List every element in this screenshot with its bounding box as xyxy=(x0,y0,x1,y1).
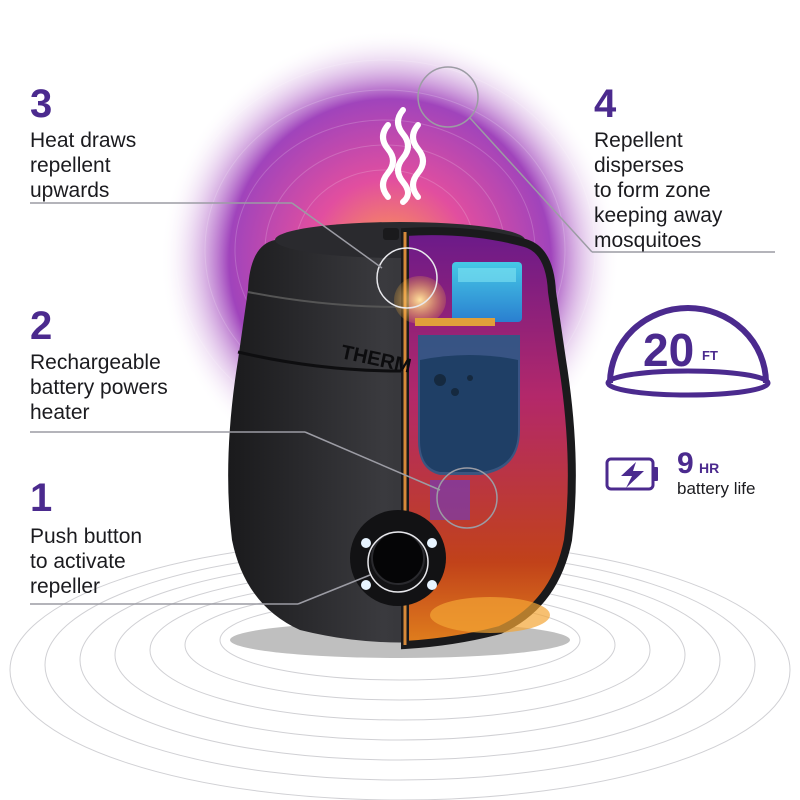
callout-line-2 xyxy=(304,431,441,491)
step-4-number: 4 xyxy=(594,82,617,126)
step-4-text: Repellent disperses to form zone keeping… xyxy=(594,129,723,252)
heat-waves-icon xyxy=(380,107,426,205)
dome-icon xyxy=(605,305,771,398)
step-1-number: 1 xyxy=(30,476,53,520)
callout-line-3 xyxy=(291,202,383,269)
step-1-text: Push button to activate repeller xyxy=(30,525,143,598)
callout-circle-2 xyxy=(436,467,498,529)
callouts xyxy=(30,66,775,605)
power-button xyxy=(350,510,446,606)
range-unit: FT xyxy=(702,348,718,363)
battery-hours-unit: HR xyxy=(699,460,720,476)
range-value: 20 xyxy=(643,324,695,376)
battery-life-label: battery life xyxy=(677,479,756,498)
step-3-text: Heat draws repellent upwards xyxy=(30,129,137,202)
callout-circle-1 xyxy=(367,531,429,593)
callout-line-1 xyxy=(297,574,371,605)
battery-charging-icon xyxy=(605,457,658,491)
step-2-number: 2 xyxy=(30,304,53,348)
callout-circle-3 xyxy=(376,247,438,309)
step-3-number: 3 xyxy=(30,82,53,126)
battery-hours-value: 9 xyxy=(677,447,694,480)
step-2-text: Rechargeable battery powers heater xyxy=(30,351,168,424)
callout-circle-4 xyxy=(417,66,479,128)
callout-line-4 xyxy=(469,117,593,253)
repeller-device: THERM xyxy=(228,222,576,658)
